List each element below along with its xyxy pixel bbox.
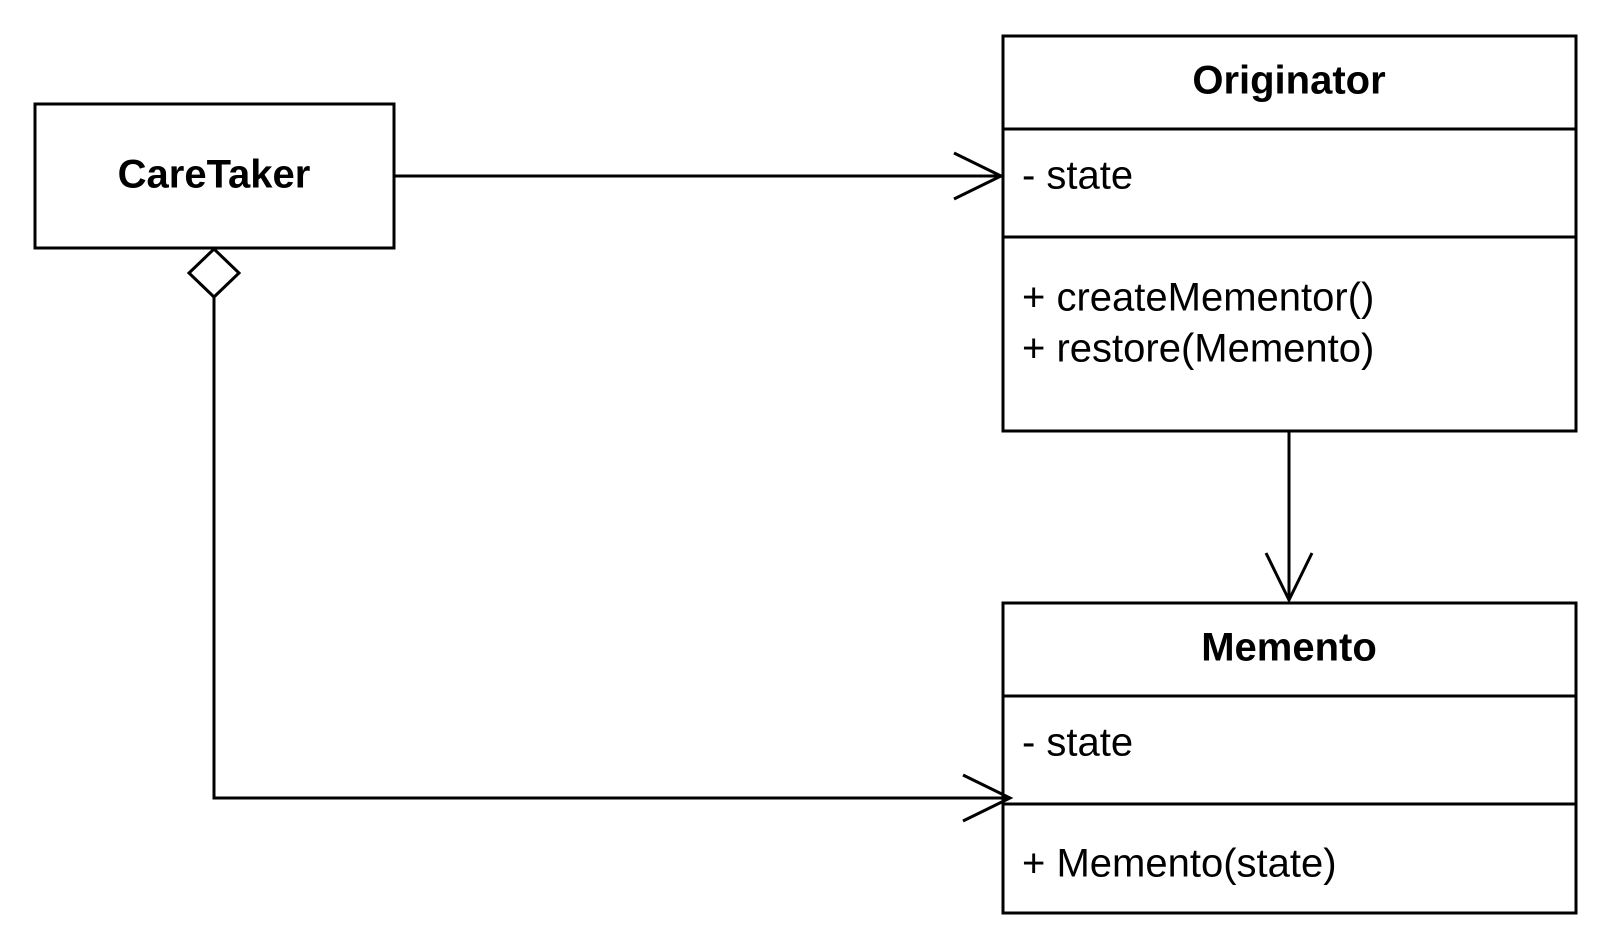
memento-class-name: Memento	[1201, 626, 1377, 670]
originator-operation: + createMementor()	[1022, 276, 1374, 320]
caretaker-class-name: CareTaker	[118, 153, 311, 197]
memento-class[interactable]: Memento - state + Memento(state)	[1001, 601, 1578, 915]
originator-class[interactable]: Originator - state + createMementor() + …	[1001, 34, 1578, 433]
open-arrowhead-icon	[953, 151, 1005, 201]
aggregation-diamond-icon	[186, 246, 242, 300]
memento-attribute: - state	[1022, 721, 1133, 765]
memento-operation: + Memento(state)	[1022, 842, 1337, 886]
caretaker-box	[33, 102, 396, 250]
originator-operation: + restore(Memento)	[1022, 327, 1374, 371]
open-arrowhead-icon	[962, 773, 1014, 823]
originator-box	[1001, 34, 1578, 433]
caretaker-to-originator-association	[394, 151, 1005, 201]
caretaker-class[interactable]: CareTaker	[33, 102, 396, 250]
aggregation-line	[212, 296, 1010, 800]
open-arrowhead-icon	[1264, 552, 1314, 604]
originator-attribute: - state	[1022, 154, 1133, 198]
memento-box	[1001, 601, 1578, 915]
originator-class-name: Originator	[1192, 59, 1385, 103]
caretaker-memento-aggregation	[186, 246, 1014, 823]
originator-to-memento-association	[1264, 431, 1314, 604]
